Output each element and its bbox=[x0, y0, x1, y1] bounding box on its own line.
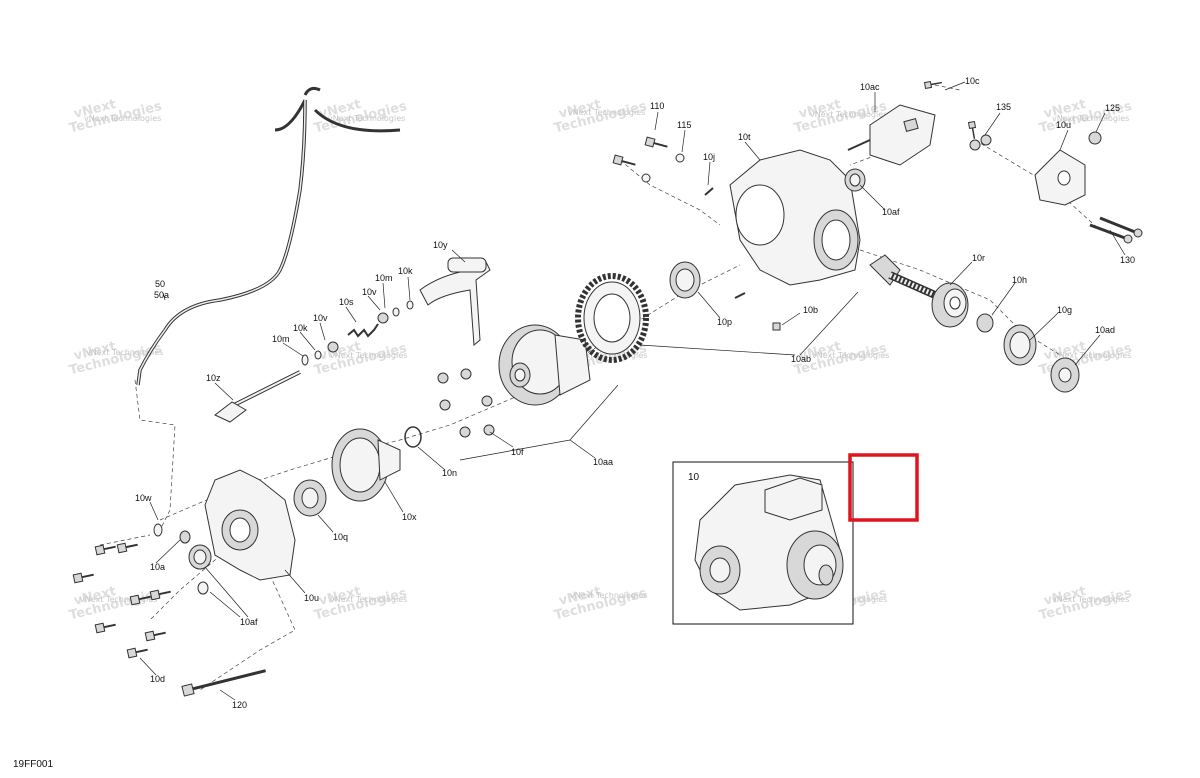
callout-10v-top: 10v bbox=[362, 287, 377, 297]
callout-10q: 10q bbox=[333, 532, 348, 542]
callout-10p: 10p bbox=[717, 317, 732, 327]
callout-10s: 10s bbox=[339, 297, 354, 307]
diagram-code: 19FF001 bbox=[13, 759, 53, 770]
watermark-text: vNext Technologies bbox=[330, 351, 407, 360]
shift-fork bbox=[419, 257, 491, 347]
ring-gear bbox=[575, 273, 649, 363]
callout-120: 120 bbox=[232, 700, 247, 710]
callout-10n: 10n bbox=[442, 468, 457, 478]
breather-hose bbox=[136, 86, 401, 386]
callout-10b: 10b bbox=[803, 305, 818, 315]
top-fasteners bbox=[612, 136, 781, 331]
callout-50a: 50a bbox=[154, 290, 169, 300]
assembled-unit-inset: 10 bbox=[672, 461, 854, 625]
bolt-cluster bbox=[437, 368, 495, 438]
callout-125: 125 bbox=[1105, 103, 1120, 113]
callout-10c: 10c bbox=[965, 76, 980, 86]
left-bolts bbox=[72, 523, 266, 697]
callout-50: 50 bbox=[155, 279, 165, 289]
callout-10g: 10g bbox=[1057, 305, 1072, 315]
leader-lines bbox=[139, 81, 1126, 701]
callout-135: 135 bbox=[996, 102, 1011, 112]
watermark-text: vNext Technologies bbox=[86, 348, 163, 357]
callout-10u-bracket: 10u bbox=[1056, 120, 1071, 130]
callout-10x: 10x bbox=[402, 512, 417, 522]
callout-110: 110 bbox=[650, 101, 664, 111]
callout-10ac: 10ac bbox=[860, 82, 880, 92]
callout-10u: 10u bbox=[304, 593, 319, 603]
pinion-assembly bbox=[869, 254, 1080, 393]
highlight-box bbox=[848, 453, 919, 522]
watermark-text: vNext Technologies bbox=[1052, 595, 1129, 604]
left-housing bbox=[179, 469, 296, 595]
watermark-text: vNext Technologies bbox=[328, 114, 405, 123]
callout-10y: 10y bbox=[433, 240, 448, 250]
seal-10p bbox=[669, 261, 701, 299]
watermark-text: vNext Technologies bbox=[80, 595, 157, 604]
shift-shaft bbox=[214, 370, 301, 423]
watermark-text: vNext Technologies bbox=[330, 595, 407, 604]
callout-10m-low: 10m bbox=[272, 334, 290, 344]
watermark-text: vNext Technologies bbox=[1052, 114, 1129, 123]
callout-10v-low: 10v bbox=[313, 313, 328, 323]
actuator bbox=[847, 80, 977, 166]
watermark-text: vNext Technologies bbox=[568, 108, 645, 117]
callout-10m-top: 10m bbox=[375, 273, 393, 283]
callout-130: 130 bbox=[1120, 255, 1135, 265]
callout-10t: 10t bbox=[738, 132, 751, 142]
watermark-text: vNext Technologies bbox=[84, 114, 161, 123]
callout-10a: 10a bbox=[150, 562, 165, 572]
callout-10af-left: 10af bbox=[240, 617, 258, 627]
callout-10k-low: 10k bbox=[293, 323, 308, 333]
callout-10ad: 10ad bbox=[1095, 325, 1115, 335]
callout-10aa: 10aa bbox=[593, 457, 613, 467]
watermark-text: vNext Technologies bbox=[1054, 351, 1131, 360]
callout-10af-right: 10af bbox=[882, 207, 900, 217]
callout-labels: 50 50a 110 115 10j 10t 10ac 10c 135 125 … bbox=[135, 76, 1135, 710]
callout-10j: 10j bbox=[703, 152, 715, 162]
callout-10ab: 10ab bbox=[791, 354, 811, 364]
callout-115: 115 bbox=[677, 120, 691, 130]
right-housing bbox=[729, 149, 866, 286]
inset-label: 10 bbox=[688, 472, 700, 483]
callout-10r: 10r bbox=[972, 253, 985, 263]
mount-bracket bbox=[969, 131, 1143, 244]
watermark-text: vNext Technologies bbox=[570, 591, 647, 600]
callout-10f: 10f bbox=[511, 447, 524, 457]
callout-10d: 10d bbox=[150, 674, 165, 684]
watermark-text: vNext Technologies bbox=[810, 110, 887, 119]
callout-10k-top: 10k bbox=[398, 266, 413, 276]
watermark-text: vNext Technologies bbox=[570, 351, 647, 360]
watermark-text: vNext Technologies bbox=[812, 351, 889, 360]
callout-10z: 10z bbox=[206, 373, 221, 383]
differential-assembly bbox=[498, 324, 591, 406]
callout-10h: 10h bbox=[1012, 275, 1027, 285]
seals-and-covers bbox=[293, 426, 422, 517]
shift-small-parts bbox=[301, 300, 414, 366]
callout-10w: 10w bbox=[135, 493, 152, 503]
